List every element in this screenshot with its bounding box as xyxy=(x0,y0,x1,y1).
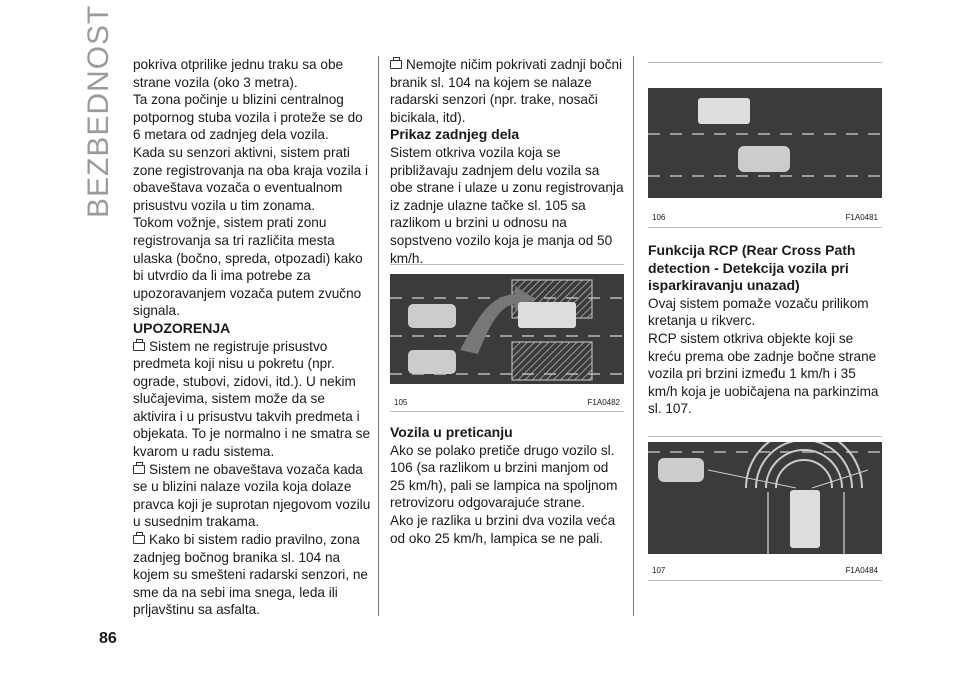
warning-book-icon xyxy=(133,461,145,474)
section-heading: Prikaz zadnjeg dela xyxy=(390,126,520,143)
figure-code: F1A0481 xyxy=(845,213,878,222)
paragraph: RCP sistem otkriva objekte koji se kreću… xyxy=(648,330,879,417)
figure-rule xyxy=(648,227,882,228)
section-heading: Funkcija RCP (Rear Cross Path detection … xyxy=(648,242,856,294)
figure-code: F1A0482 xyxy=(587,398,620,407)
warning-item: Nemojte ničim pokrivati zadnji bočni bra… xyxy=(390,57,623,125)
paragraph: Kada su senzori aktivni, sistem prati zo… xyxy=(133,144,369,213)
figure-105 xyxy=(390,274,624,384)
figure-rule xyxy=(648,62,882,63)
column-2: Nemojte ničim pokrivati zadnji bočni bra… xyxy=(390,56,624,267)
figure-number: 107 xyxy=(652,566,666,575)
figure-caption: 107 F1A0484 xyxy=(652,566,878,575)
figure-rule xyxy=(390,264,624,265)
paragraph: Tokom vožnje, sistem prati zonu registro… xyxy=(133,215,363,319)
paragraph: Ovaj sistem pomaže vozaču prilikom kreta… xyxy=(648,295,869,329)
warning-item: Sistem ne obaveštava vozača kada se u bl… xyxy=(133,461,371,530)
figure-number: 106 xyxy=(652,213,666,222)
column-divider xyxy=(633,56,634,616)
paragraph: Sistem otkriva vozila koja se približava… xyxy=(390,144,624,266)
column-3: Funkcija RCP (Rear Cross Path detection … xyxy=(648,242,882,418)
figure-rule xyxy=(390,411,624,412)
figure-number: 105 xyxy=(394,398,408,407)
figure-rule xyxy=(648,580,882,581)
figure-106 xyxy=(648,88,882,198)
warning-heading: UPOZORENJA xyxy=(133,319,231,336)
warning-item: Kako bi sistem radio pravilno, zona zadn… xyxy=(133,532,368,618)
figure-code: F1A0484 xyxy=(845,566,878,575)
section-title-text: BEZBEDNOST xyxy=(82,4,115,218)
paragraph: Ta zona počinje u blizini centralnog pot… xyxy=(133,92,363,143)
paragraph: Ako je razlika u brzini dva vozila veća … xyxy=(390,512,616,546)
warning-book-icon xyxy=(133,338,145,351)
figure-caption: 105 F1A0482 xyxy=(394,398,620,407)
paragraph: pokriva otprilike jednu traku sa obe str… xyxy=(133,57,344,90)
column-divider xyxy=(378,56,379,616)
figure-107 xyxy=(648,429,882,554)
warning-book-icon xyxy=(390,57,402,69)
column-1: pokriva otprilike jednu traku sa obe str… xyxy=(133,56,371,619)
column-2-lower: Vozila u preticanju Ako se polako pretič… xyxy=(390,424,624,547)
rear-approach-illustration xyxy=(390,279,624,381)
overtaking-illustration xyxy=(648,98,882,177)
section-heading: Vozila u preticanju xyxy=(390,424,513,440)
rear-cross-path-illustration xyxy=(648,429,882,554)
paragraph: Ako se polako pretiče drugo vozilo sl. 1… xyxy=(390,442,618,511)
figure-rule xyxy=(648,436,882,437)
warning-item: Sistem ne registruje prisustvo predmeta … xyxy=(133,338,371,460)
page-number: 86 xyxy=(99,630,117,647)
figure-caption: 106 F1A0481 xyxy=(652,213,878,222)
section-title: BEZBEDNOST xyxy=(82,5,122,218)
warning-book-icon xyxy=(133,532,145,545)
